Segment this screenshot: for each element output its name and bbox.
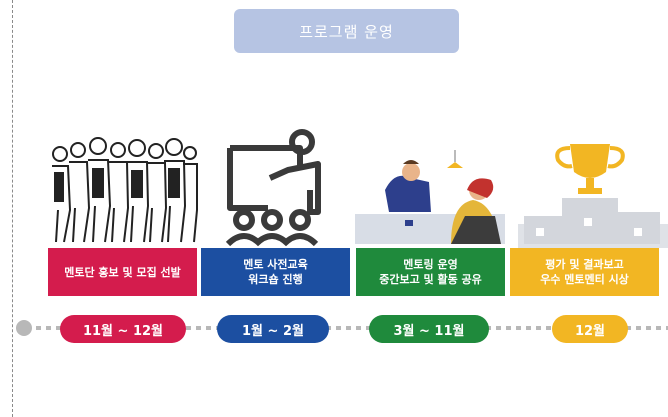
stage-1-label: 멘토단 홍보 및 모집 선발	[48, 248, 197, 296]
stage-3-label: 멘토링 운영 중간보고 및 활동 공유	[356, 248, 505, 296]
crowd-people-icon	[52, 137, 198, 243]
stage-2-period: 1월 ~ 2월	[217, 315, 329, 343]
trophy-podium-icon	[518, 144, 668, 248]
stage-2-label: 멘토 사전교육 워크숍 진행	[201, 248, 350, 296]
page-title: 프로그램 운영	[234, 9, 459, 53]
mentoring-meeting-icon	[355, 150, 505, 244]
stage-4-label: 평가 및 결과보고 우수 멘토멘티 시상	[510, 248, 659, 296]
left-dashed-rule	[12, 0, 13, 417]
stage-1-period: 11월 ~ 12월	[60, 315, 186, 343]
timeline-start-dot	[16, 320, 32, 336]
stage-4-period: 12월	[552, 315, 628, 343]
stage-3-period: 3월 ~ 11월	[369, 315, 489, 343]
timeline-track	[16, 320, 668, 336]
teacher-presentation-icon	[225, 129, 321, 247]
